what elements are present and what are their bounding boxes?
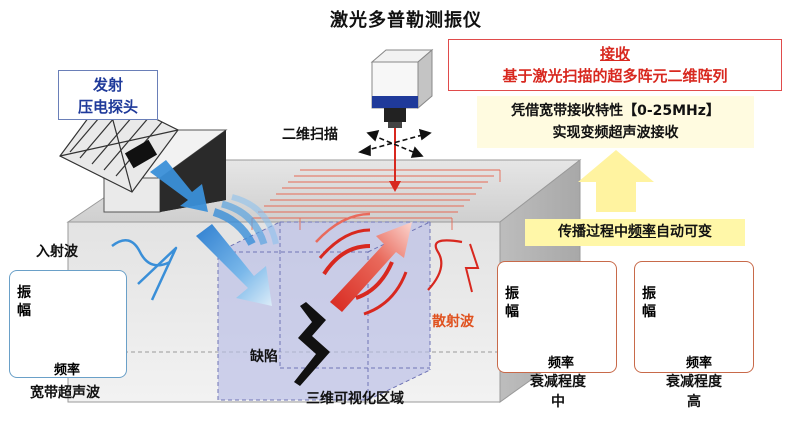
graph-mid-caption: 衰减程度中 bbox=[530, 374, 586, 410]
incident-wave-arrow bbox=[111, 160, 279, 306]
laser-head bbox=[370, 48, 434, 128]
receiver-title: 接收 bbox=[599, 45, 630, 63]
graph-attenuation-high bbox=[634, 261, 754, 373]
graph-left-caption: 宽带超声波 bbox=[30, 385, 100, 401]
incident-wave-label: 入射波 bbox=[36, 244, 78, 260]
graph-left-xlabel: 频率 bbox=[54, 363, 81, 378]
scan-2d-label: 二维扫描 bbox=[282, 127, 338, 143]
scattered-wave-label: 散射波 bbox=[432, 314, 474, 330]
propagation-prefix: 传播过程中 bbox=[558, 224, 628, 240]
scan-direction-arrows bbox=[358, 128, 432, 158]
laser-beam bbox=[389, 128, 401, 192]
upward-arrow bbox=[578, 150, 654, 212]
graph-mid-xlabel: 频率 bbox=[548, 356, 575, 371]
graph-right-ylabel: 振幅 bbox=[642, 286, 656, 320]
spec-line-1: 凭借宽带接收特性【0-25MHz】 bbox=[511, 103, 720, 119]
receiver-subtitle: 基于激光扫描的超多阵元二维阵列 bbox=[502, 67, 728, 85]
propagation-suffix: 自动可变 bbox=[656, 224, 712, 240]
graph-right-xlabel: 频率 bbox=[686, 356, 713, 371]
propagation-box: 传播过程中频率自动可变 bbox=[525, 219, 745, 246]
region-3d-label: 三维可视化区域 bbox=[306, 391, 404, 407]
emitter-title: 发射 bbox=[92, 76, 123, 94]
defect-crack bbox=[294, 302, 330, 386]
defect-label: 缺陷 bbox=[250, 349, 278, 365]
spec-line-2: 实现变频超声波接收 bbox=[552, 125, 679, 141]
graph-right-caption: 衰减程度高 bbox=[666, 374, 722, 410]
spec-box: 凭借宽带接收特性【0-25MHz】 实现变频超声波接收 bbox=[477, 96, 754, 148]
receiver-label-box: 接收 基于激光扫描的超多阵元二维阵列 bbox=[448, 39, 782, 91]
scattered-wave-arrow bbox=[315, 212, 480, 316]
graph-broadband bbox=[9, 270, 127, 378]
graph-attenuation-mid bbox=[497, 261, 617, 373]
emitter-label-box: 发射 压电探头 bbox=[58, 70, 158, 120]
graph-left-ylabel: 振幅 bbox=[17, 285, 31, 319]
diagram-title: 激光多普勒测振仪 bbox=[330, 10, 482, 31]
propagation-highlight: 频率 bbox=[628, 224, 656, 240]
graph-mid-ylabel: 振幅 bbox=[505, 286, 519, 320]
emitter-subtitle: 压电探头 bbox=[77, 98, 138, 116]
